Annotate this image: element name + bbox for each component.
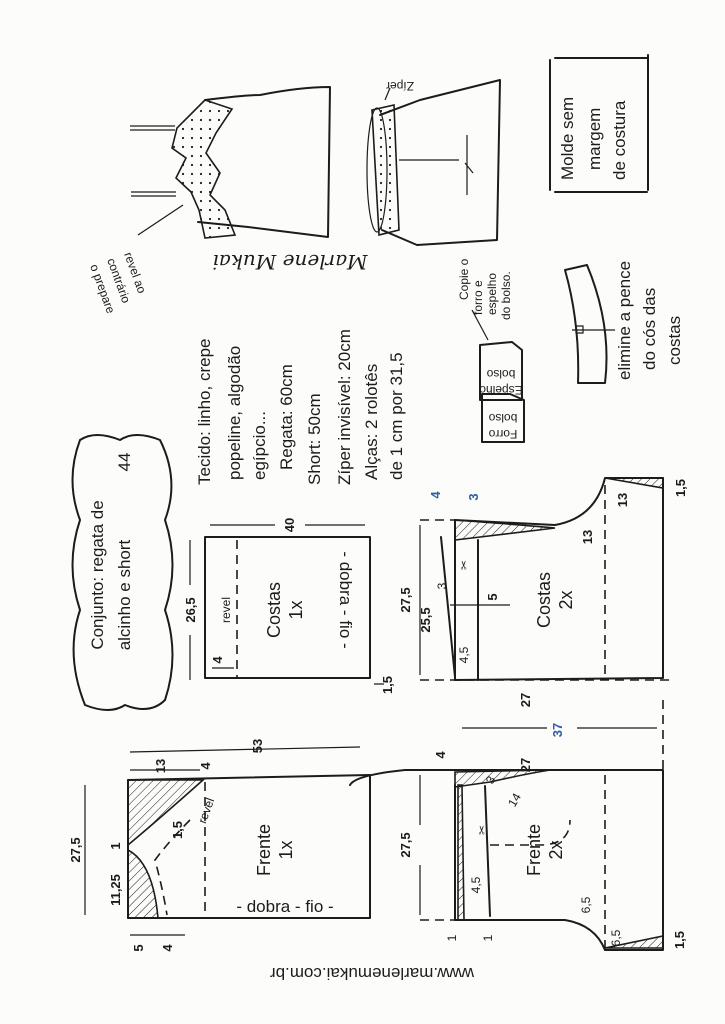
fabric-notes: Tecido: linho, crepe popeline, algodão e…	[195, 329, 406, 485]
waistband-note-2: do cós das	[640, 288, 659, 370]
title-size: 44	[115, 453, 134, 472]
measure: 5	[485, 593, 500, 600]
measure: 27	[518, 758, 533, 772]
measure: 3	[435, 582, 449, 589]
measure: 26,5	[183, 597, 198, 622]
measure: 4	[433, 751, 448, 759]
measure: 4,5	[457, 646, 471, 663]
measure: 13	[615, 493, 630, 507]
title-cloud: Conjunto: regata de alcinho e short 44	[71, 434, 174, 711]
camisole-sketch: revel ao contrário o prepare	[87, 86, 331, 316]
piece-frente-short: 4 27 27,5 14 3 4,5 6,5 6,5 1,5 1 1 Frent…	[349, 700, 687, 951]
pocket-pieces: Espelho bolso Forro bolso Copie o forro …	[457, 258, 525, 443]
measure: 27,5	[398, 832, 413, 857]
measure: 1,5	[673, 479, 688, 497]
measure: 5	[131, 944, 146, 951]
piece-name: Frente	[254, 824, 274, 876]
measure: 4	[198, 762, 213, 770]
measure-40: 40	[282, 518, 297, 532]
measure: 53	[250, 739, 265, 753]
short-width-dimension: 37	[462, 723, 657, 737]
signature: Marlene Mukai	[212, 250, 368, 274]
website-url: www.marlenemukai.com.br	[270, 964, 475, 983]
measure: 4	[160, 944, 175, 952]
pocket-note-1: Copie o	[457, 258, 471, 300]
signature-text: Marlene Mukai	[212, 250, 368, 274]
note-zipper: Zíper invisível: 20cm	[335, 329, 354, 485]
waistband-note-1: elimine a pence	[615, 261, 634, 380]
measure: 1,5	[170, 821, 185, 839]
measure: 1	[445, 934, 459, 941]
seam-note-2: margem	[585, 108, 604, 170]
measure: 1	[108, 842, 123, 849]
pocket-note-4: do bolso.	[499, 271, 513, 320]
piece-name: Costas	[264, 582, 284, 638]
measure: 4	[428, 491, 443, 499]
scissors-icon: ✂	[475, 825, 489, 835]
measure: 11,25	[108, 874, 123, 906]
note-straps-2: de 1 cm por 31,5	[387, 352, 406, 480]
piece-qty: 2x	[546, 840, 566, 859]
piece-qty: 2x	[556, 590, 576, 609]
piece-qty: 1x	[286, 600, 306, 619]
measure: 27	[518, 693, 533, 707]
measure: 14	[505, 790, 524, 809]
pocket-note-2: forro e	[471, 280, 485, 315]
revel-label: revel	[195, 796, 217, 825]
title-line-1: Conjunto: regata de	[88, 500, 107, 649]
measure: 25,5	[418, 607, 433, 632]
fold-label: - dobra - fio -	[236, 897, 333, 916]
seam-allowance-note: Molde sem margem de costura	[549, 54, 649, 193]
measure-37: 37	[550, 723, 565, 737]
pocket-note-3: espelho	[485, 273, 499, 315]
measure: 1,5	[672, 931, 687, 949]
measure: 27,5	[68, 837, 83, 862]
note-fabric-2: popeline, algodão	[225, 346, 244, 480]
pocket-forro-2: bolso	[488, 411, 517, 425]
measure: 13	[153, 759, 168, 773]
zipper-label: Zíper	[386, 79, 414, 93]
fold-label: - dobra - fio -	[336, 551, 355, 648]
piece-name: Frente	[524, 824, 544, 876]
piece-frente-top: 53 13 4 27,5 11,25 1 5 4 1,5 revel Frent…	[68, 739, 371, 952]
measure: 1	[481, 934, 495, 941]
seam-note-3: de costura	[610, 100, 629, 180]
piece-qty: 1x	[276, 840, 296, 859]
note-fabric-1: Tecido: linho, crepe	[195, 339, 214, 485]
note-short: Short: 50cm	[305, 393, 324, 485]
piece-name: Costas	[534, 572, 554, 628]
measure: 4	[210, 656, 225, 664]
title-line-2: alcinho e short	[115, 539, 134, 650]
shorts-sketch: Zíper	[366, 79, 501, 246]
measure: 4,5	[469, 876, 483, 893]
measure: 6,5	[609, 929, 623, 946]
seam-note-1: Molde sem	[558, 97, 577, 180]
pocket-espelho-2: bolso	[486, 367, 515, 381]
piece-costas-top: 40 26,5 4 1,5 revel Costas 1x - dobra - …	[183, 518, 395, 694]
note-regata: Regata: 60cm	[277, 364, 296, 470]
scissors-icon: ✂	[457, 560, 471, 570]
pocket-forro-1: Forro	[488, 427, 517, 441]
piece-costas-short: 4 3 27,5 25,5 3 5 4,5 13 13 1,5 27 Costa…	[398, 477, 688, 707]
measure: 3	[466, 493, 481, 500]
waistband-note-3: costas	[665, 316, 684, 365]
waistband-piece: elimine a pence do cós das costas	[564, 261, 684, 384]
measure: 27,5	[398, 587, 413, 612]
measure: 6,5	[579, 896, 593, 913]
measure: 1,5	[380, 676, 395, 694]
revel-label: revel	[219, 597, 233, 623]
measure: 13	[580, 530, 595, 544]
note-fabric-3: egípcio...	[250, 411, 269, 480]
note-straps-1: Alças: 2 rolotês	[362, 364, 381, 480]
